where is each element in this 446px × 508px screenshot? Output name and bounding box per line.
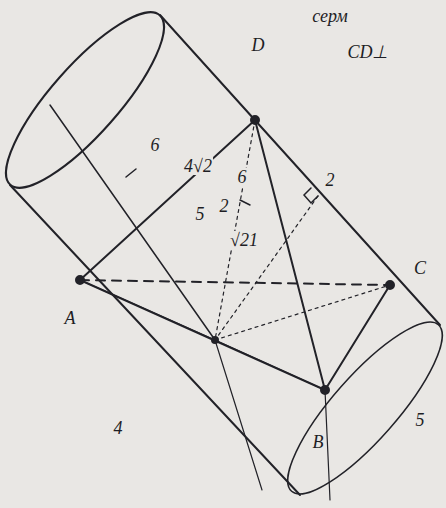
length-label: 2 [219,197,230,215]
point [386,281,394,289]
length-label: √21 [229,231,259,249]
generator [10,185,300,495]
tick [126,169,136,177]
generator [160,15,440,325]
edge-ac [80,280,390,285]
radius-line [80,280,215,340]
length-label: 5 [195,205,206,223]
length-label: 4 [113,419,124,437]
point-label: B [312,433,325,451]
note-text: CD⊥ [346,43,389,61]
lower-line [215,340,262,490]
edge-bc [325,285,390,390]
height-line [215,120,255,340]
edge-db [255,120,325,390]
lower-line [325,390,330,500]
bottom-base [268,304,446,508]
length-label: 6 [237,168,248,186]
right-angle-mark [304,188,318,203]
edge-da [80,120,255,280]
top-base [0,0,185,207]
point-label: A [64,309,77,327]
length-label: 6 [150,136,161,154]
point [321,386,329,394]
point-label: C [413,259,427,277]
length-label: 2 [325,171,336,189]
point [251,116,259,124]
point [76,276,84,284]
edge-ab [80,280,325,390]
length-label: 4√2 [183,157,213,175]
radius-line [215,340,325,390]
perp-line [215,196,318,340]
point-label: D [251,36,266,54]
point [212,337,218,343]
axis-line [50,105,215,340]
length-label: 5 [415,411,426,429]
radius-line [215,285,390,340]
tick [240,200,250,205]
note-text: серм [311,7,348,25]
